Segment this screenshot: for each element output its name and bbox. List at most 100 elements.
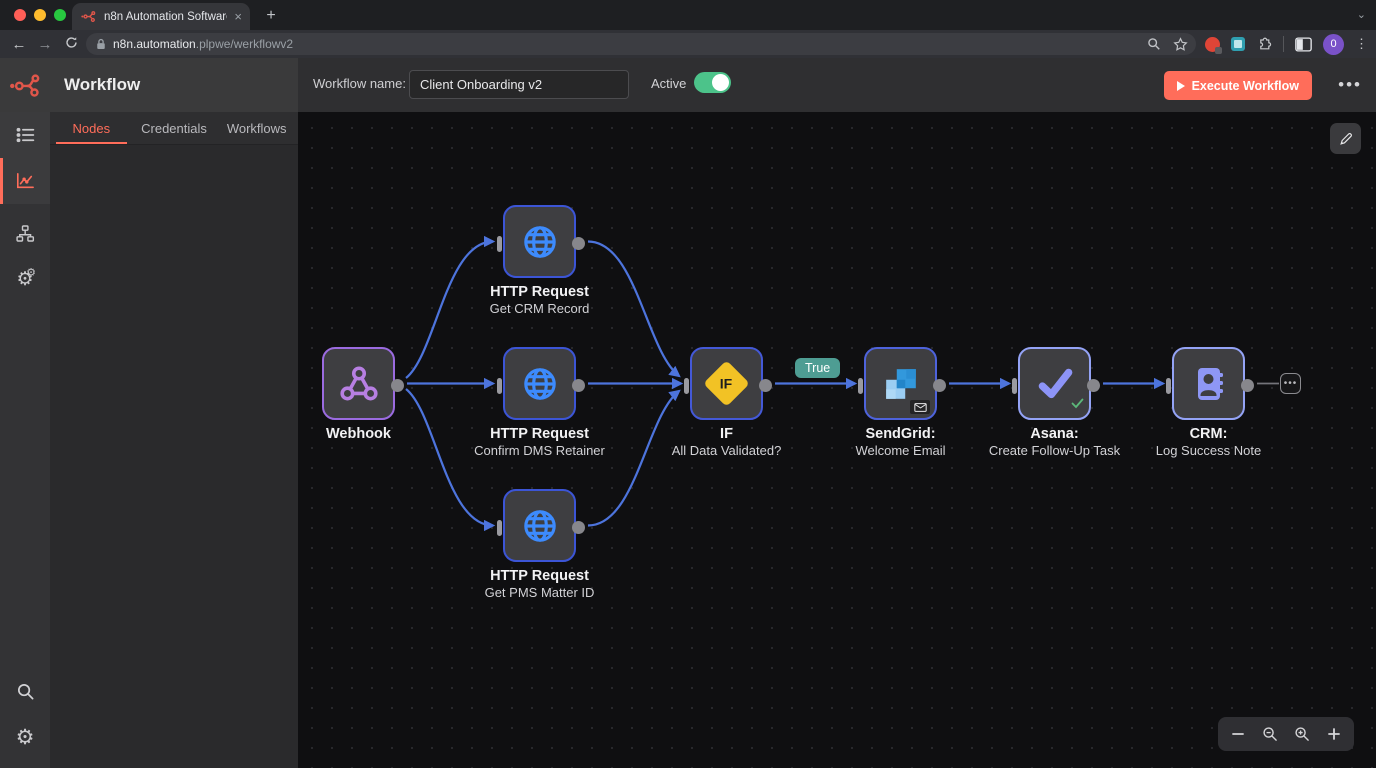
extension-red-icon[interactable] [1205,36,1222,54]
node-title: HTTP Request [490,568,589,584]
browser-menu-icon[interactable]: ⋮ [1355,36,1368,51]
globe-icon [523,225,556,258]
edit-pen-button[interactable] [1330,123,1361,154]
output-port[interactable] [572,379,585,392]
node-title: Webhook [326,426,391,442]
list-icon [16,127,34,143]
webhook-icon [339,365,378,400]
output-port[interactable] [759,379,772,392]
connection-wires [405,235,1279,532]
url-text: n8n.automation.plpwe/werkflowv2 [113,37,294,51]
browser-tab[interactable]: n8n Automation Software × [72,3,250,30]
node-if[interactable]: IF IF All Data Validated? [672,347,781,458]
forward-button[interactable]: → [37,35,53,53]
bookmark-star-icon[interactable] [1173,36,1188,52]
workflow-name-label: Workflow name: [313,76,406,91]
browser-toolbar: ← → n8n.automation.plpwe/werkflowv2 [0,30,1376,58]
workflow-name-input[interactable] [409,70,629,99]
play-icon [1176,80,1185,91]
node-http-confirm-dms-retainer[interactable]: HTTP Request Confirm DMS Retainer [474,347,605,458]
search-icon[interactable] [1147,37,1161,51]
close-window-button[interactable] [14,9,26,21]
active-toggle[interactable] [694,72,731,93]
node-title: SendGrid: [865,426,936,442]
magnifier-plus-icon [1295,727,1309,741]
rail-item-list[interactable] [0,112,50,158]
zoom-out-button[interactable] [1224,720,1252,748]
globe-icon [523,367,556,400]
settings-gear-icon: ⚙ [15,725,35,749]
plus-icon [1328,728,1340,740]
input-port[interactable] [858,377,863,394]
n8n-logo-icon [10,74,40,97]
node-http-get-pms-matter-id[interactable]: HTTP Request Get PMS Matter ID [485,489,594,600]
asana-check-icon [1038,368,1072,398]
rail-item-settings-gears[interactable]: ⚙ ⚙ [0,256,50,302]
node-subtitle: Create Follow-Up Task [988,442,1121,458]
rail-item-search[interactable] [0,668,50,714]
zoom-in-button[interactable] [1320,720,1348,748]
output-port[interactable] [1087,379,1100,392]
input-port[interactable] [497,377,502,394]
small-gear-icon: ⚙ [26,266,36,279]
execute-workflow-button[interactable]: Execute Workflow [1163,71,1312,100]
input-port[interactable] [497,519,502,536]
output-port[interactable] [933,379,946,392]
tab-nodes[interactable]: Nodes [50,112,133,144]
maximize-window-button[interactable] [54,9,66,21]
output-port[interactable] [572,521,585,534]
add-next-node-button[interactable]: ••• [1280,373,1301,394]
icon-rail: ⚙ ⚙ ⚙ [0,112,50,768]
node-subtitle: Log Success Note [1155,442,1262,458]
node-asana[interactable]: Asana: Create Follow-Up Task [989,347,1120,458]
globe-icon [523,509,556,542]
zoom-in-lens-button[interactable] [1288,720,1316,748]
input-port[interactable] [1166,377,1171,394]
reload-button[interactable] [58,36,84,53]
sendgrid-icon [885,368,916,399]
new-tab-button[interactable]: + [266,7,276,24]
rail-item-preferences[interactable]: ⚙ [0,714,50,760]
browser-tabstrip: n8n Automation Software × + ⌄ [0,0,1376,30]
back-button[interactable]: ← [11,35,27,53]
input-port[interactable] [684,377,689,394]
tab-credentials[interactable]: Credentials [141,120,207,136]
output-port[interactable] [1241,379,1254,392]
contact-book-icon [1197,367,1223,400]
node-title: CRM: [1189,426,1228,442]
input-port[interactable] [1012,377,1017,394]
node-title: Asana: [1030,426,1079,442]
app-header: Workflow Workflow name: Active Execute W… [0,58,1376,112]
minimize-window-button[interactable] [34,9,46,21]
side-panel-icon[interactable] [1295,36,1312,52]
input-port[interactable] [497,235,502,252]
tab-workflows[interactable]: Workflows [226,120,287,136]
active-label: Active [651,76,687,91]
app-logo[interactable] [0,58,50,112]
output-port[interactable] [572,237,585,250]
workflow-canvas[interactable]: Webhook HTTP Request Get CRM Record [298,112,1376,768]
node-crm[interactable]: CRM: Log Success Note [1156,347,1261,458]
extension-teal-icon[interactable] [1231,37,1245,51]
output-port[interactable] [391,379,404,392]
zoom-out-lens-button[interactable] [1256,720,1284,748]
node-title: HTTP Request [490,426,589,442]
rail-item-sitemap[interactable] [0,210,50,256]
sitemap-icon [16,224,35,242]
left-panel: Nodes Credentials Workflows [50,112,298,768]
address-bar[interactable]: n8n.automation.plpwe/werkflowv2 [86,33,1196,55]
tab-close-icon[interactable]: × [234,9,242,24]
workflow-menu-icon[interactable]: ••• [1338,75,1362,94]
pen-icon [1339,132,1352,145]
branch-label-true: True [795,358,841,378]
chevron-down-icon[interactable]: ⌄ [1356,9,1366,21]
extensions-puzzle-icon[interactable] [1256,36,1272,52]
n8n-favicon [81,11,96,22]
rail-item-analytics[interactable] [0,158,50,204]
node-sendgrid[interactable]: SendGrid: Welcome Email [855,347,946,458]
title-cell: Workflow [50,58,298,112]
node-webhook[interactable]: Webhook [322,347,404,442]
profile-avatar[interactable]: 0 [1323,33,1344,55]
node-http-get-crm-record[interactable]: HTTP Request Get CRM Record [490,205,589,316]
reload-icon [65,36,77,48]
